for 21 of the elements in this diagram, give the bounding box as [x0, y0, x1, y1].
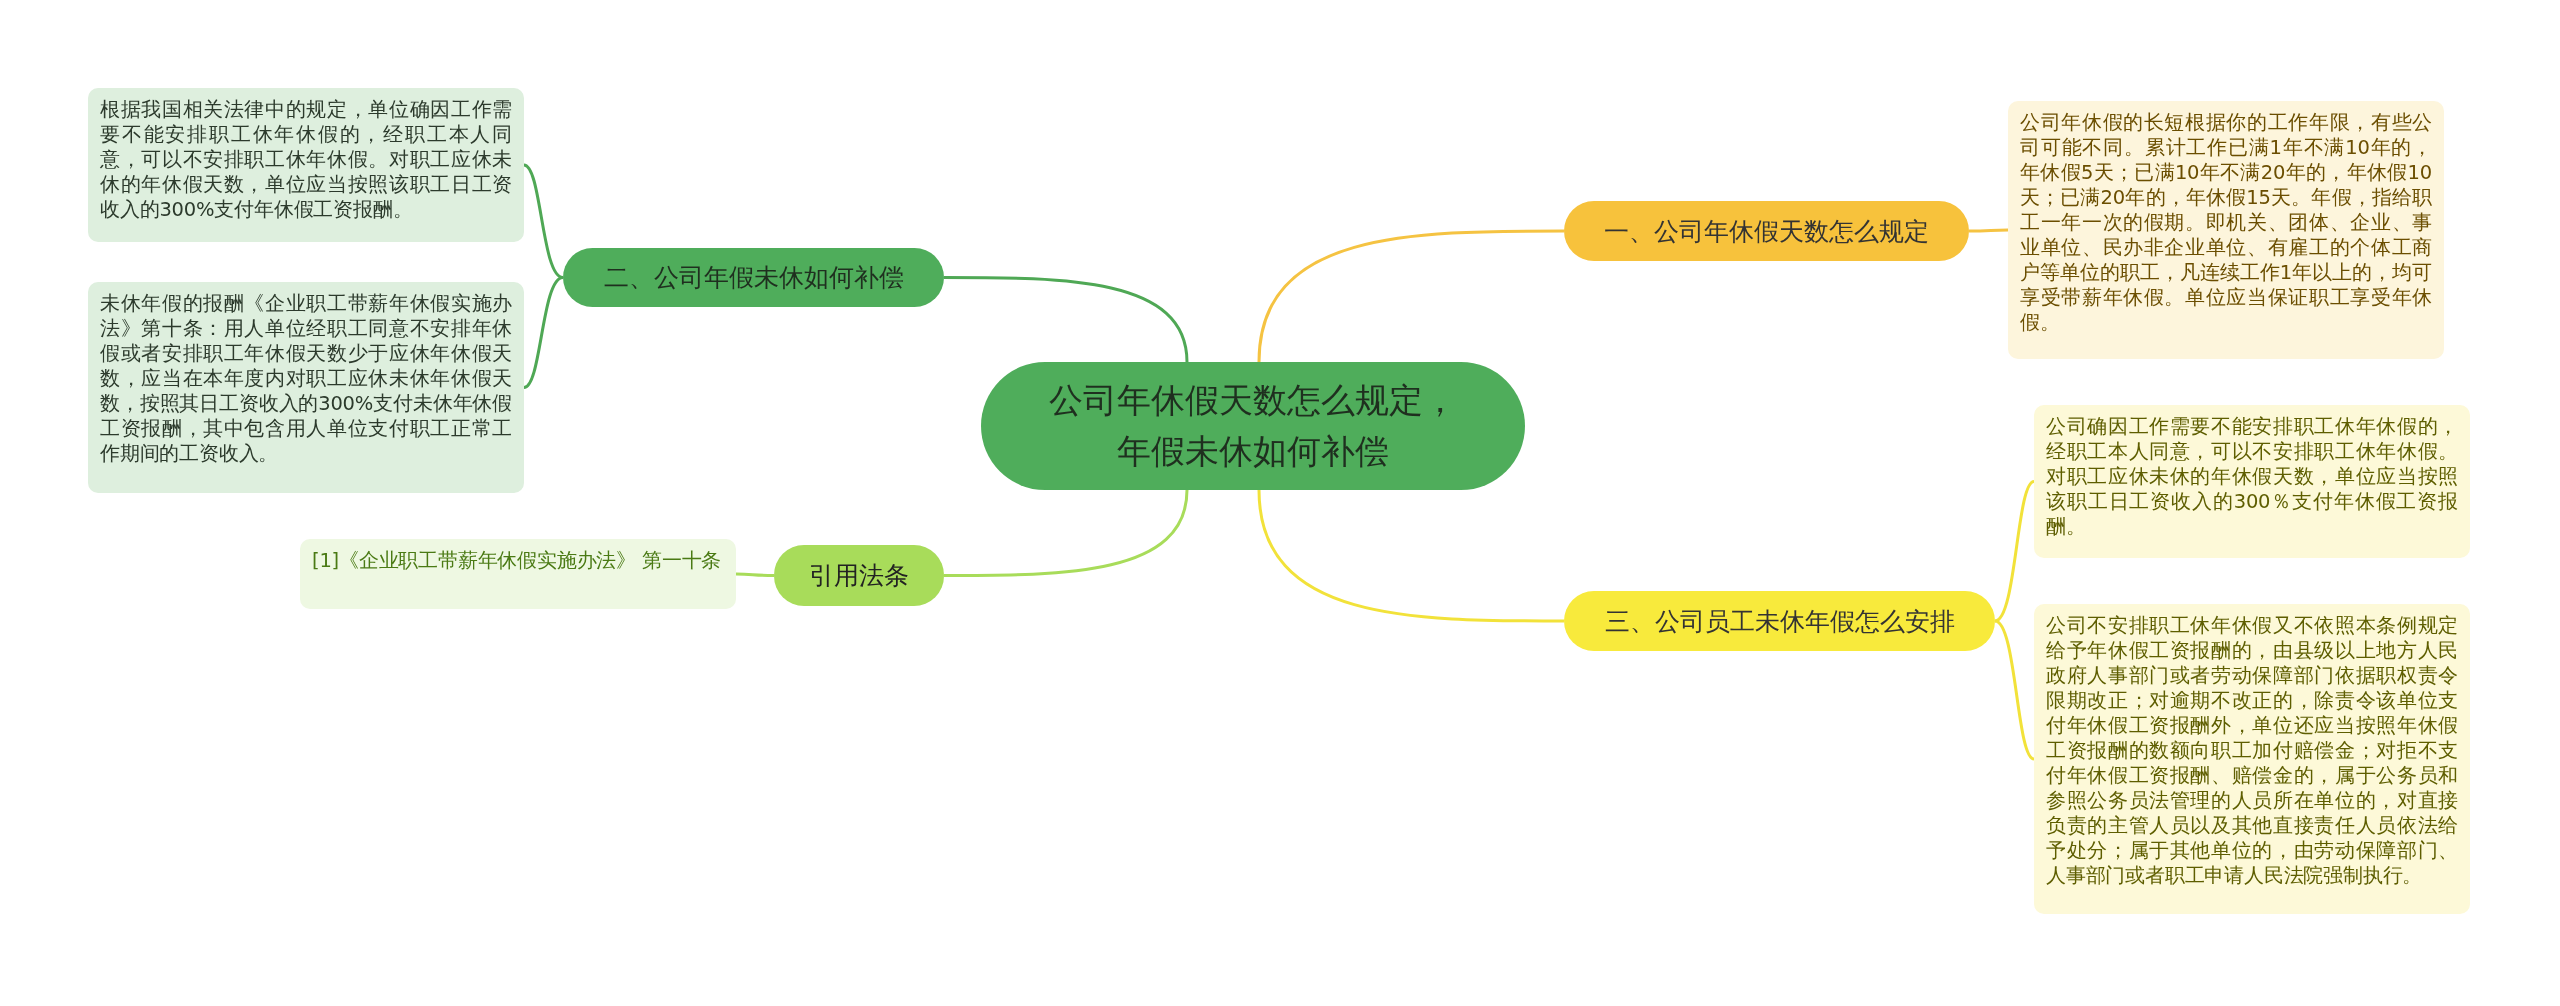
branch-topic: 二、公司年假未休如何补偿 — [563, 248, 944, 307]
branch-topic: 三、公司员工未休年假怎么安排 — [1564, 591, 1995, 651]
connector-line — [1994, 480, 2035, 623]
branch-topic: 引用法条 — [774, 545, 944, 606]
connector-line — [736, 572, 774, 577]
note-box: 公司确因工作需要不能安排职工休年休假的，经职工本人同意，可以不安排职工休年休假。对职工应休未休的年休假天数，单位应当按照该职工日工资收入的300％支付年休假工资报酬。 — [2034, 405, 2470, 558]
connector-line — [944, 276, 1189, 363]
branch-topic: 一、公司年休假天数怎么规定 — [1564, 201, 1969, 261]
note-box: 未休年假的报酬《企业职工带薪年休假实施办法》第十条：用人单位经职工同意不安排年休假或者安排职工年休假天数少于应休年休假天数，应当在本年度内对职工应休未休年休假天数，按照其日工资收入的300%支付未休年休假工资报酬，其中包含用人单位支付职工正常工作期间的工资收入。 — [88, 282, 524, 493]
connector-line — [944, 489, 1189, 577]
connector-line — [1969, 228, 2008, 233]
note-box: 公司年休假的长短根据你的工作年限，有些公司可能不同。累计工作已满1年不满10年的，年休假5天；已满10年不满20年的，年休假10天；已满20年的，年休假15天。年假，指给职工一年一次的假期。即机关、团体、企业、事业单位、民办非企业单位、有雇工的个体工商户等单位的职工，凡连续工作1年以上的，均可享受带薪年休假。单位应当保证职工享受年休假。 — [2008, 101, 2444, 359]
note-box: 根据我国相关法律中的规定，单位确因工作需要不能安排职工休年休假的，经职工本人同意，可以不安排职工休年休假。对职工应休未休的年休假天数，单位应当按照该职工日工资收入的300%支付年休假工资报酬。 — [88, 88, 524, 242]
note-box: [1]《企业职工带薪年休假实施办法》 第一十条 — [300, 539, 736, 609]
note-box: 公司不安排职工休年休假又不依照本条例规定给予年休假工资报酬的，由县级以上地方人民政府人事部门或者劳动保障部门依据职权责令限期改正；对逾期不改正的，除责令该单位支付年休假工资报酬外，单位还应当按照年休假工资报酬的数额向职工加付赔偿金；对拒不支付年休假工资报酬、赔偿金的，属于公务员和参照公务员法管理的人员所在单位的，对直接负责的主管人员以及其他直接责任人员依法给予处分；属于其他单位的，由劳动保障部门、人事部门或者职工申请人民法院强制执行。 — [2034, 604, 2470, 914]
connector-line — [1257, 489, 1564, 623]
connector-line — [523, 276, 564, 389]
connector-line — [1994, 619, 2035, 761]
connector-line — [1257, 229, 1564, 363]
connector-line — [523, 163, 564, 279]
central-topic: 公司年休假天数怎么规定，年假未休如何补偿 — [981, 362, 1525, 490]
